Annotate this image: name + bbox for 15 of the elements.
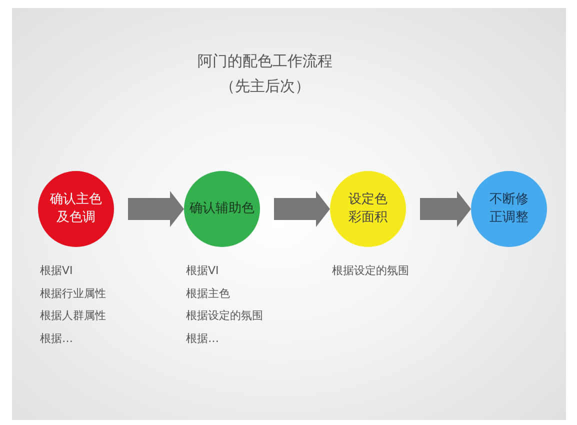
criterion-text: 根据设定的氛围 [186, 308, 263, 324]
step-label: 不断修正调整 [488, 191, 530, 227]
criterion-text: 根据VI [40, 263, 73, 279]
step-label: 确认辅助色 [188, 200, 256, 218]
criterion-text: 根据… [186, 330, 219, 346]
criterion-text: 根据行业属性 [40, 286, 106, 302]
step-label: 确认主色及色调 [49, 191, 103, 227]
criterion-text: 根据… [40, 330, 73, 346]
step-label: 设定色彩面积 [348, 191, 388, 227]
diagram-subtitle: （先主后次） [219, 77, 311, 96]
criterion-text: 根据设定的氛围 [332, 263, 409, 279]
criterion-text: 根据VI [186, 263, 219, 279]
diagram-title: 阿门的配色工作流程 [196, 52, 334, 71]
criterion-text: 根据人群属性 [40, 308, 106, 324]
criterion-text: 根据主色 [186, 286, 230, 302]
